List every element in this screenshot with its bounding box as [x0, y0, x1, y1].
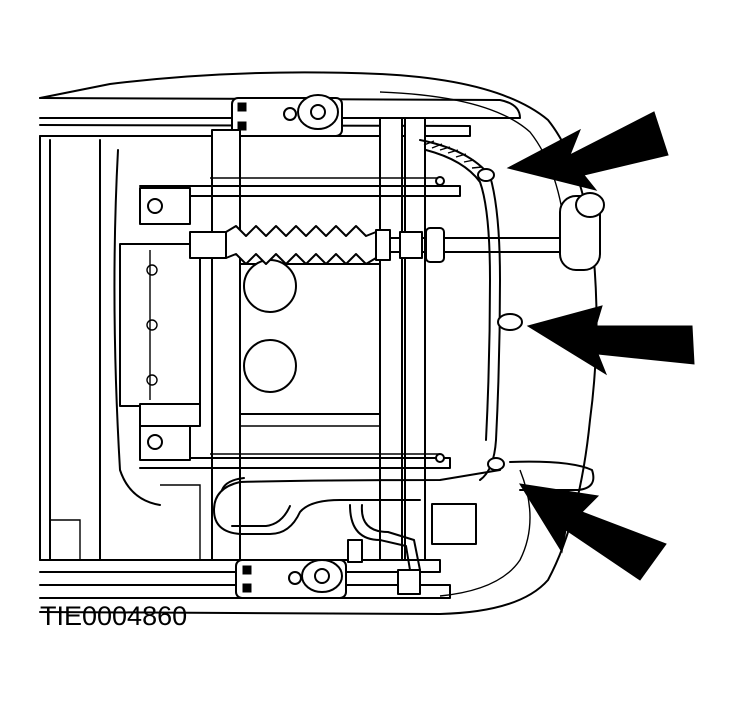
arrow-left-icon	[526, 305, 695, 376]
adjuster-handle	[559, 192, 605, 271]
top-seat-rail	[39, 94, 521, 137]
left-frame-side	[39, 135, 201, 561]
upper-cross-bar	[139, 176, 461, 225]
bottom-seat-rail	[39, 559, 451, 599]
lumbar-panel	[119, 243, 201, 427]
wiring-harness	[419, 139, 523, 481]
arrow-up-left-icon	[519, 483, 667, 581]
figure-id-label: TIE0004860	[40, 601, 188, 631]
center-seat-pan	[239, 259, 381, 427]
lower-cross-bar	[139, 423, 451, 469]
adjuster-rod-bellows	[189, 225, 561, 265]
arrow-left-icon	[506, 111, 669, 191]
lower-cable-loop	[213, 460, 595, 595]
